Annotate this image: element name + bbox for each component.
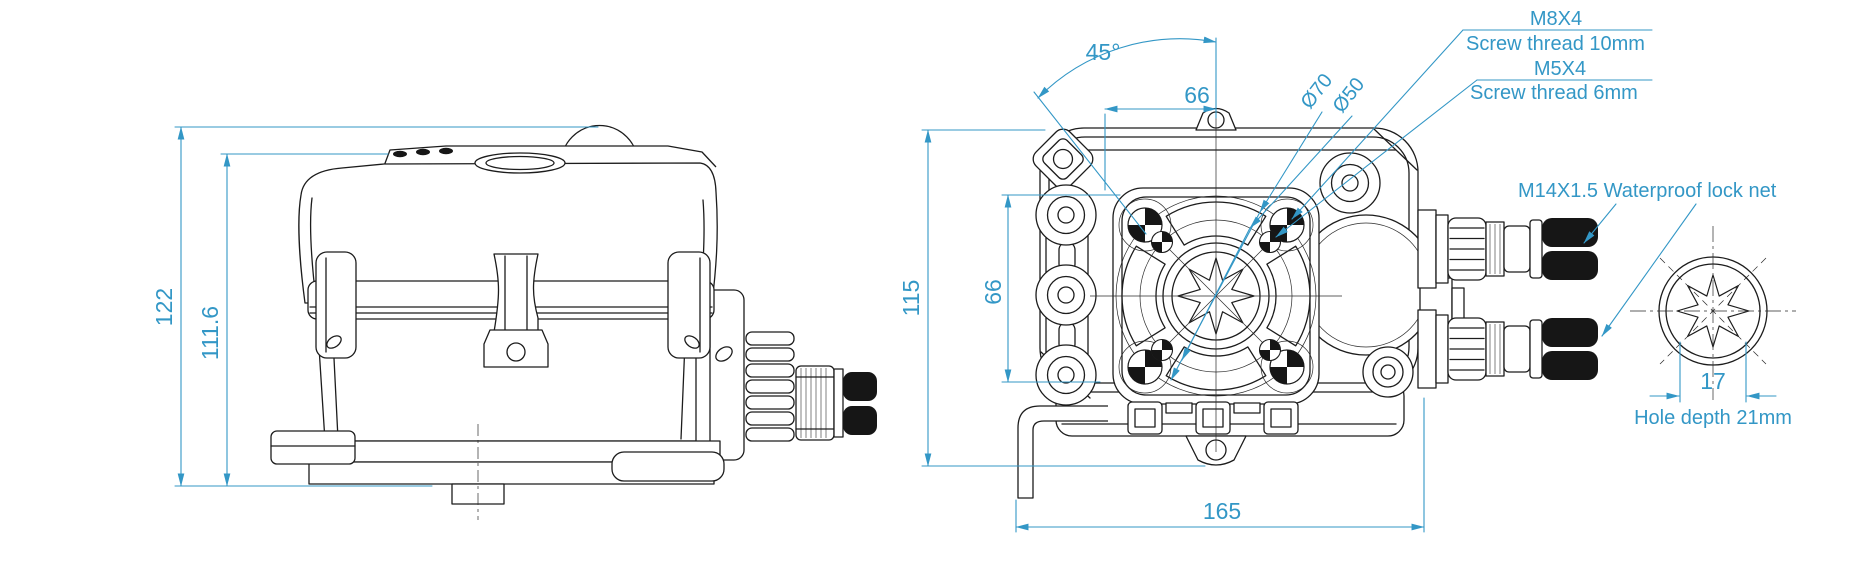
dim-115-value: 115 bbox=[898, 280, 924, 317]
label-m8x4: M8X4 Screw thread 10mm bbox=[1291, 8, 1653, 220]
label-hole-depth: Hole depth 21mm bbox=[1634, 407, 1792, 429]
base-foot bbox=[270, 430, 356, 465]
label-m8x4-desc: Screw thread 10mm bbox=[1466, 33, 1645, 55]
label-dia50-value: Ø50 bbox=[1329, 74, 1370, 117]
socket-detail bbox=[1630, 226, 1796, 400]
bottom-view-dimensions: 45° 66 66 115 bbox=[898, 8, 1777, 533]
side-view-dimensions: 122 111.6 bbox=[151, 126, 599, 487]
cable-gland-bottom bbox=[1417, 309, 1598, 389]
dim-111-6: 111.6 bbox=[197, 153, 231, 487]
dim-66-horizontal-value: 66 bbox=[1184, 82, 1210, 108]
manual-handle bbox=[1017, 405, 1108, 499]
left-ear bbox=[315, 251, 357, 359]
center-clamp bbox=[493, 253, 539, 333]
dim-66-vertical-value: 66 bbox=[980, 279, 1006, 305]
dim-165-value: 165 bbox=[1203, 498, 1241, 524]
dim-111-6-value: 111.6 bbox=[197, 306, 223, 360]
dim-45-value: 45° bbox=[1086, 39, 1121, 65]
label-m14-gland-value: M14X1.5 Waterproof lock net bbox=[1518, 180, 1777, 202]
label-m14-gland: M14X1.5 Waterproof lock net bbox=[1518, 180, 1777, 337]
dim-115: 115 bbox=[898, 129, 1206, 467]
label-m5x4-value: M5X4 bbox=[1534, 58, 1586, 80]
label-m5x4-desc: Screw thread 6mm bbox=[1470, 82, 1638, 104]
gland-cap bbox=[1542, 218, 1598, 247]
actuator-body-side bbox=[270, 124, 877, 520]
top-buttons bbox=[393, 150, 407, 158]
right-ear bbox=[667, 251, 711, 359]
dim-66-vertical: 66 bbox=[980, 194, 1121, 383]
dim-122: 122 bbox=[151, 126, 185, 487]
label-m5x4: M5X4 Screw thread 6mm bbox=[1275, 58, 1653, 238]
dim-45deg: 45° bbox=[1033, 36, 1217, 235]
cable-gland-top bbox=[1417, 209, 1598, 289]
screw-bosses bbox=[1035, 152, 1414, 406]
bottom-view-drawing: 45° 66 66 115 bbox=[898, 8, 1777, 533]
dim-17: 17 bbox=[1649, 341, 1777, 403]
dim-122-value: 122 bbox=[151, 288, 177, 326]
detail-view-drawing: 17 Hole depth 21mm bbox=[1630, 226, 1796, 429]
label-m8x4-value: M8X4 bbox=[1530, 8, 1582, 30]
dim-66-horizontal: 66 bbox=[1104, 82, 1217, 191]
side-view-drawing: 122 111.6 bbox=[151, 124, 877, 520]
dim-17-value: 17 bbox=[1700, 368, 1726, 394]
gland-cap-side bbox=[843, 372, 877, 401]
cable-gland-side bbox=[745, 331, 877, 442]
dim-165: 165 bbox=[1015, 397, 1425, 533]
gland-cap bbox=[1542, 318, 1598, 347]
clamp-tabs bbox=[1127, 401, 1299, 435]
